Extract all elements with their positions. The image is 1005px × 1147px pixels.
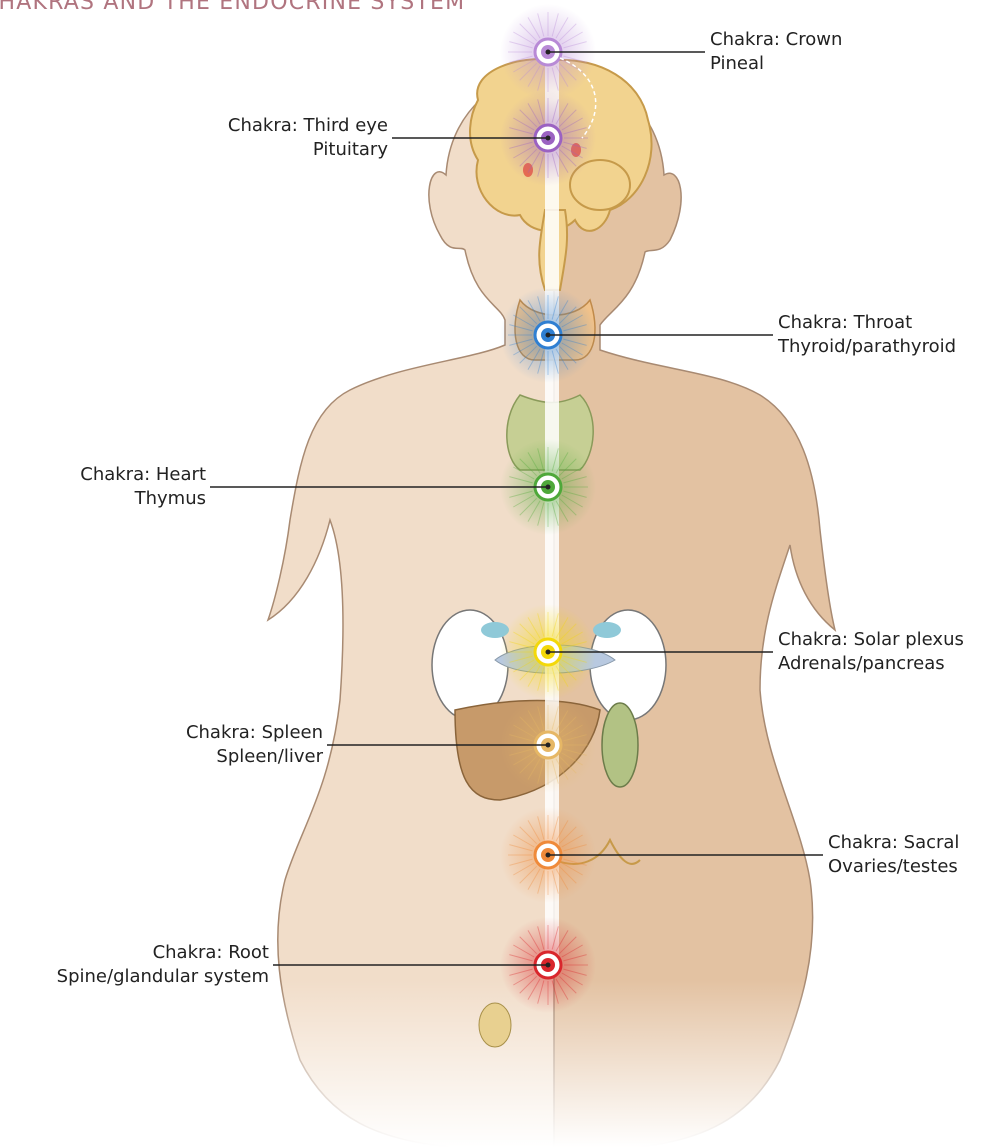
third-eye-gland-name: Pituitary: [228, 138, 388, 162]
root-label: Chakra: RootSpine/glandular system: [57, 941, 269, 989]
sacral-chakra-name: Chakra: Sacral: [828, 831, 959, 855]
testis: [479, 1003, 511, 1047]
crown-gland-name: Pineal: [710, 52, 842, 76]
heart-chakra-name: Chakra: Heart: [80, 463, 206, 487]
throat-label: Chakra: ThroatThyroid/parathyroid: [778, 311, 956, 359]
root-chakra-name: Chakra: Root: [57, 941, 269, 965]
third-eye-label: Chakra: Third eyePituitary: [228, 114, 388, 162]
crown-chakra-name: Chakra: Crown: [710, 28, 842, 52]
spleen-organ: [602, 703, 638, 787]
spleen-chakra-name: Chakra: Spleen: [186, 721, 323, 745]
adrenal-right: [593, 622, 621, 638]
spleen-gland-name: Spleen/liver: [186, 745, 323, 769]
throat-gland-name: Thyroid/parathyroid: [778, 335, 956, 359]
heart-gland-name: Thymus: [80, 487, 206, 511]
root-gland-name: Spine/glandular system: [57, 965, 269, 989]
solar-plexus-chakra-name: Chakra: Solar plexus: [778, 628, 964, 652]
third-eye-chakra-name: Chakra: Third eye: [228, 114, 388, 138]
heart-label: Chakra: HeartThymus: [80, 463, 206, 511]
solar-plexus-gland-name: Adrenals/pancreas: [778, 652, 964, 676]
sacral-gland-name: Ovaries/testes: [828, 855, 959, 879]
throat-chakra-name: Chakra: Throat: [778, 311, 956, 335]
crown-label: Chakra: CrownPineal: [710, 28, 842, 76]
